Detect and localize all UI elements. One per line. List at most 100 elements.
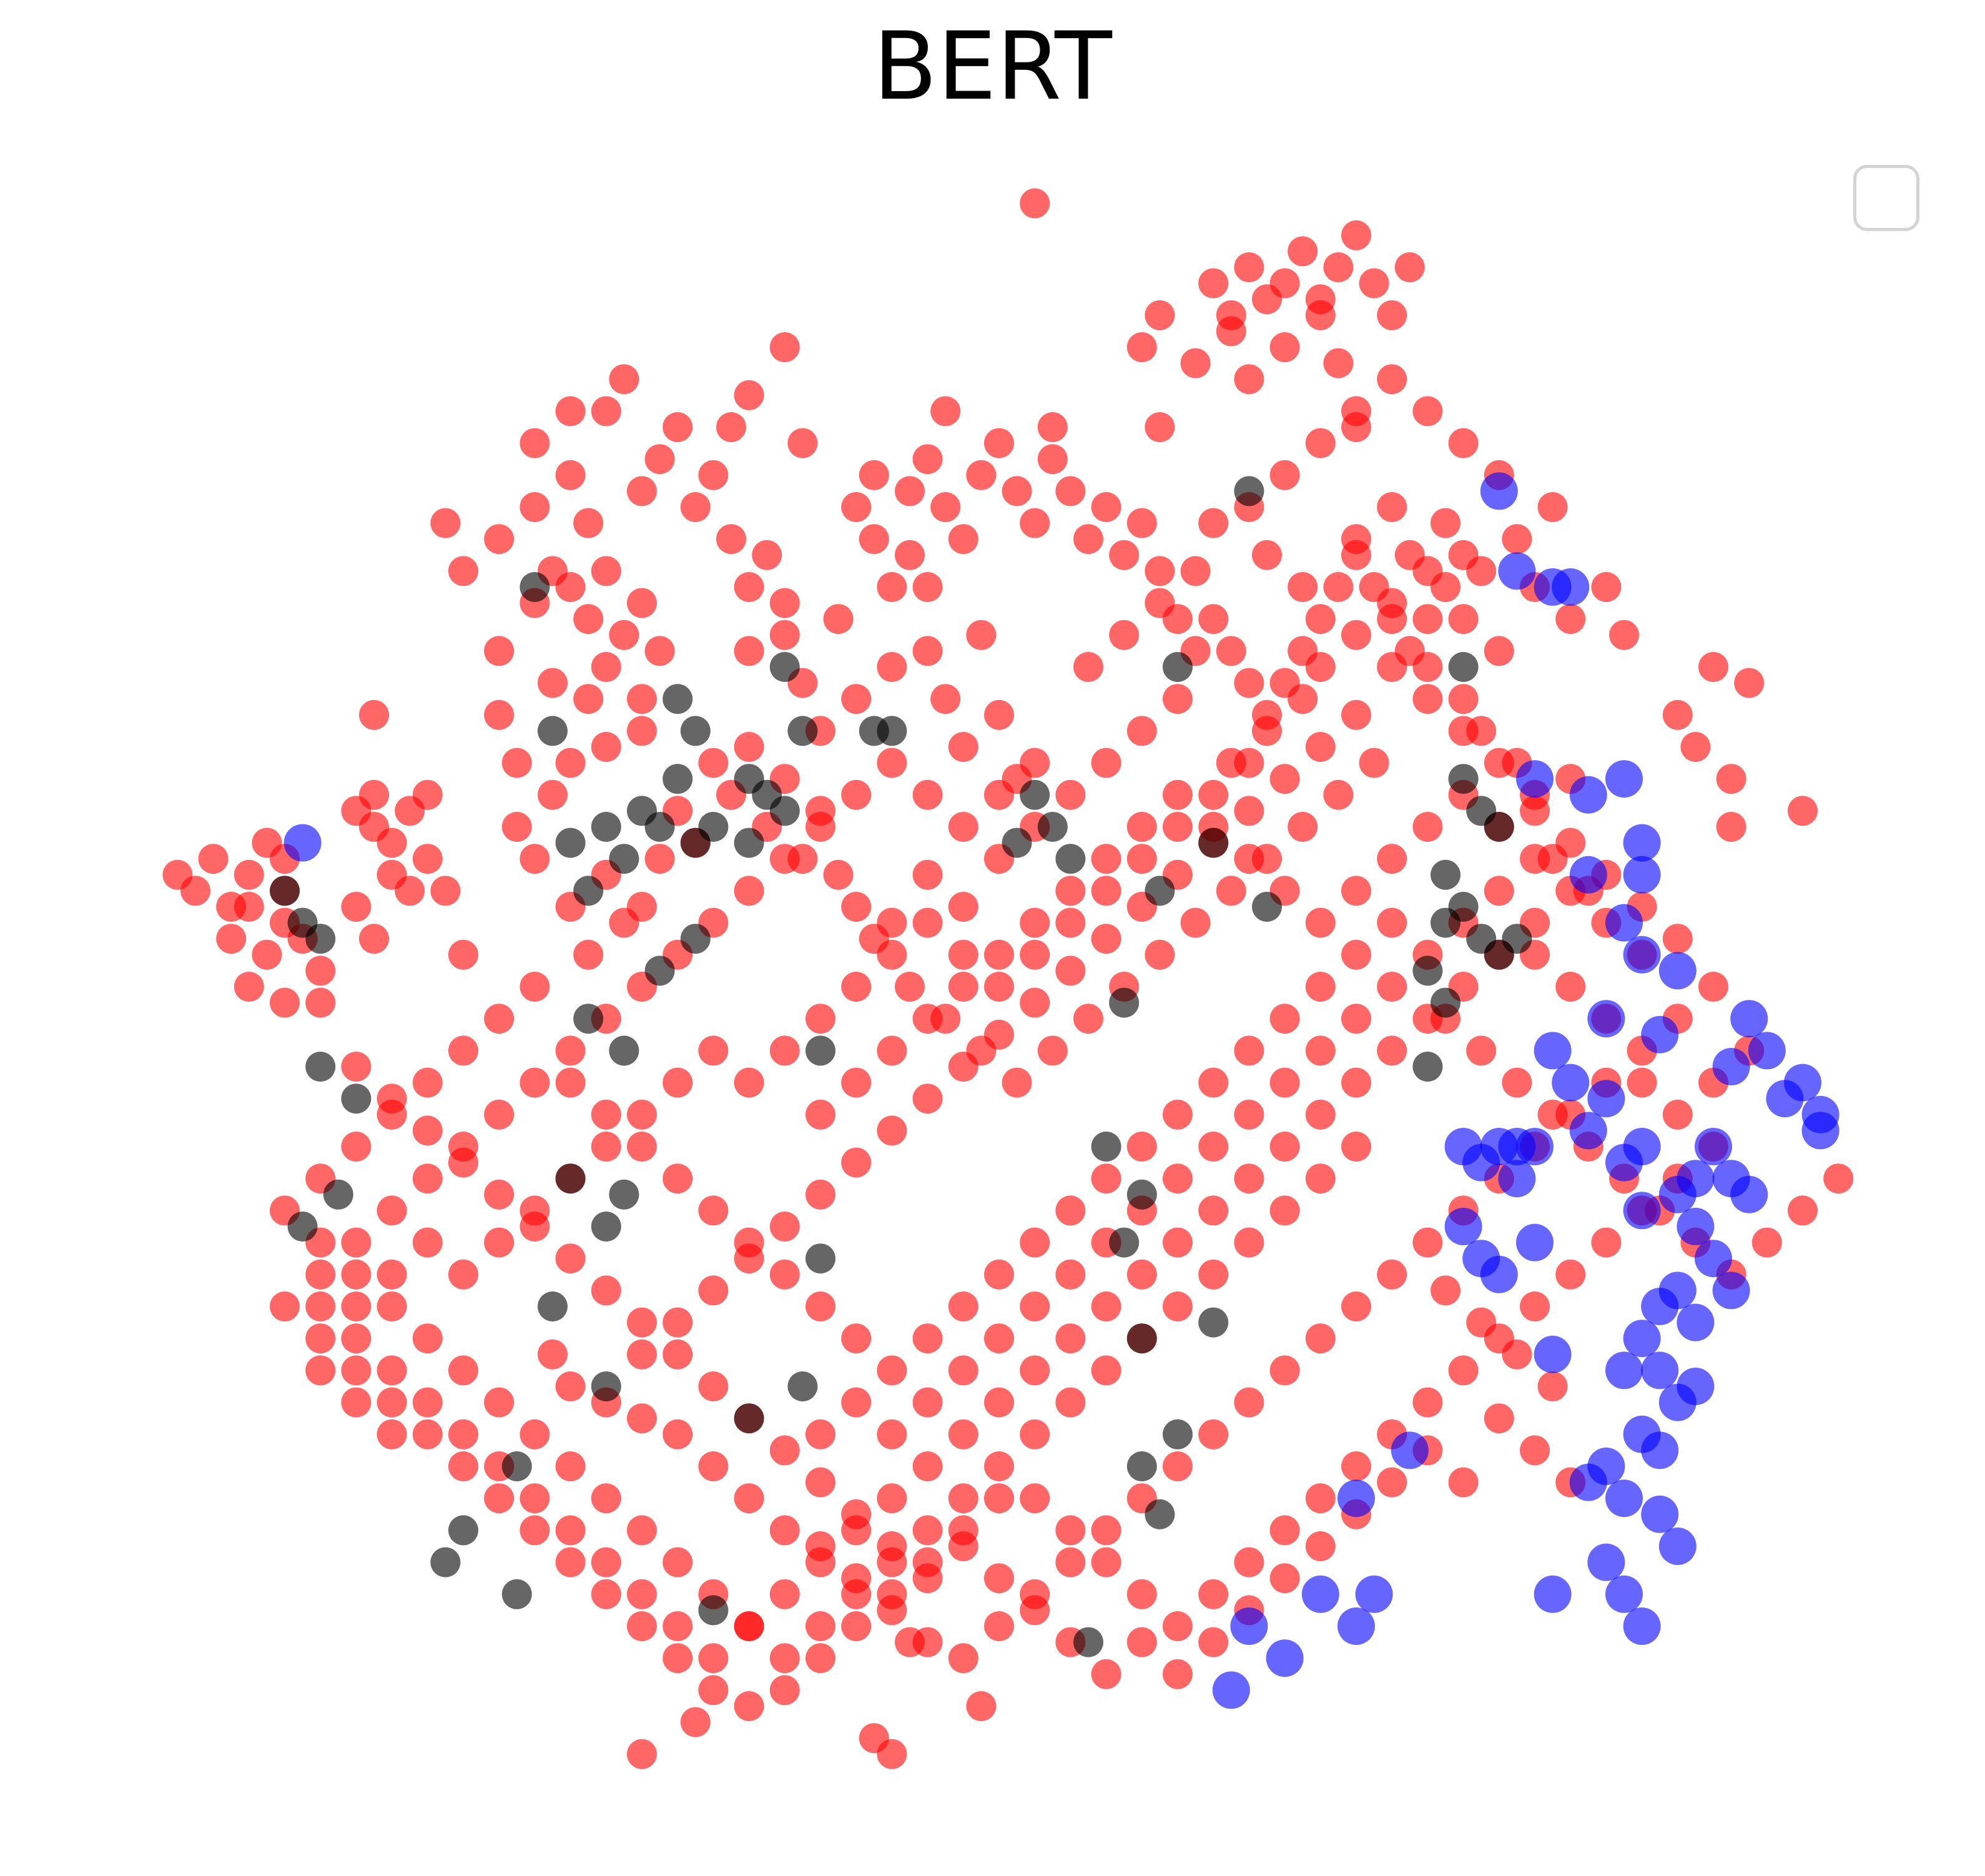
- scatter-point-series-0-446: [1680, 732, 1711, 762]
- scatter-point-series-0-427: [912, 1515, 943, 1546]
- scatter-point-series-0-88: [948, 732, 978, 762]
- scatter-point-series-0-107: [1288, 812, 1318, 842]
- scatter-point-series-1-18: [662, 684, 693, 714]
- scatter-point-series-0-441: [412, 1387, 443, 1418]
- scatter-point-series-2-24: [1801, 1112, 1840, 1150]
- scatter-point-series-0-341: [1198, 779, 1229, 810]
- scatter-point-series-0-178: [841, 1323, 872, 1354]
- scatter-point-series-0-292: [841, 1147, 872, 1178]
- scatter-point-series-0-314: [769, 844, 800, 874]
- scatter-point-series-1-52: [1109, 1227, 1140, 1258]
- scatter-point-series-2-15: [1623, 936, 1661, 974]
- scatter-point-series-0-545: [1269, 668, 1300, 698]
- scatter-point-series-2-1: [1480, 472, 1518, 510]
- scatter-point-series-0-345: [627, 1099, 657, 1130]
- scatter-point-series-0-492: [591, 1275, 621, 1306]
- scatter-point-series-0-436: [591, 1547, 621, 1577]
- scatter-point-series-0-338: [1091, 876, 1121, 906]
- scatter-point-series-0-4: [234, 859, 264, 890]
- scatter-point-series-0-600: [341, 1387, 372, 1418]
- scatter-point-series-0-368: [1305, 907, 1336, 938]
- scatter-point-series-0-572: [1198, 1259, 1229, 1290]
- scatter-point-series-0-160: [341, 1259, 372, 1290]
- scatter-point-series-0-531: [1020, 508, 1050, 538]
- scatter-point-series-2-73: [1212, 1671, 1250, 1709]
- scatter-point-series-0-276: [1412, 684, 1443, 714]
- scatter-point-series-0-196: [1180, 348, 1211, 378]
- scatter-point-series-0-47: [591, 732, 621, 762]
- scatter-point-series-0-385: [1055, 1259, 1086, 1290]
- scatter-point-series-0-295: [734, 1243, 764, 1274]
- scatter-point-series-2-48: [1641, 1288, 1679, 1325]
- scatter-point-series-0-337: [1055, 907, 1086, 938]
- scatter-point-series-0-22: [412, 779, 443, 810]
- scatter-point-series-0-19: [359, 779, 389, 810]
- scatter-point-series-0-156: [484, 1387, 515, 1418]
- scatter-point-series-0-164: [341, 1132, 372, 1162]
- scatter-point-series-0-517: [680, 492, 711, 522]
- scatter-point-series-2-16: [1658, 952, 1697, 990]
- scatter-point-series-0-374: [1520, 844, 1550, 874]
- scatter-point-series-2-2: [1498, 552, 1536, 590]
- scatter-point-series-1-48: [1037, 812, 1068, 842]
- scatter-point-series-0-378: [805, 1419, 835, 1449]
- scatter-point-series-0-464: [1537, 1371, 1568, 1401]
- scatter-point-series-0-139: [1091, 1291, 1121, 1321]
- scatter-point-series-0-582: [841, 1611, 872, 1641]
- scatter-point-series-0-390: [1234, 1099, 1264, 1130]
- scatter-point-series-0-552: [1394, 636, 1425, 666]
- scatter-point-series-0-432: [734, 1611, 764, 1641]
- scatter-point-series-0-476: [1163, 1659, 1193, 1689]
- scatter-point-series-0-354: [805, 1099, 835, 1130]
- scatter-point-series-0-579: [948, 1515, 978, 1546]
- scatter-point-series-0-43: [573, 684, 604, 714]
- scatter-point-series-0-339: [1126, 844, 1157, 874]
- scatter-point-series-2-43: [1730, 1175, 1768, 1213]
- scatter-point-series-0-247: [948, 1643, 978, 1674]
- scatter-point-series-0-458: [1412, 396, 1443, 427]
- scatter-point-series-0-177: [805, 1291, 835, 1321]
- scatter-point-series-0-254: [1198, 1419, 1229, 1449]
- scatter-point-series-0-549: [1341, 540, 1371, 570]
- scatter-point-series-0-2: [198, 844, 229, 874]
- scatter-point-series-2-7: [1569, 856, 1607, 894]
- scatter-point-series-0-310: [912, 779, 943, 810]
- scatter-point-series-0-525: [912, 444, 943, 475]
- scatter-point-series-0-179: [877, 1355, 907, 1386]
- scatter-point-series-0-521: [662, 412, 693, 442]
- scatter-point-series-0-326: [341, 1227, 372, 1258]
- scatter-point-series-0-583: [805, 1643, 835, 1674]
- scatter-point-series-1-32: [609, 1179, 639, 1210]
- scatter-point-series-0-362: [1091, 844, 1121, 874]
- scatter-point-series-2-9: [1623, 856, 1661, 894]
- legend: [1853, 165, 1919, 231]
- scatter-point-series-0-423: [1055, 1515, 1086, 1546]
- scatter-point-series-0-444: [305, 1291, 336, 1321]
- scatter-point-series-0-565: [1751, 1227, 1782, 1258]
- scatter-point-series-0-294: [769, 1212, 800, 1242]
- scatter-point-series-0-567: [1823, 1163, 1854, 1194]
- scatter-point-series-0-155: [520, 1419, 550, 1449]
- scatter-point-series-0-300: [1109, 620, 1140, 650]
- scatter-point-series-1-75: [1412, 1052, 1443, 1082]
- scatter-point-series-0-229: [1341, 220, 1371, 250]
- scatter-point-series-2-22: [1784, 1064, 1821, 1102]
- scatter-point-series-0-315: [734, 876, 764, 906]
- scatter-point-series-0-382: [948, 1355, 978, 1386]
- scatter-point-series-0-312: [841, 779, 872, 810]
- scatter-point-series-0-5: [234, 892, 264, 922]
- scatter-point-series-0-114: [1341, 620, 1371, 650]
- scatter-point-series-2-71: [1266, 1639, 1304, 1677]
- scatter-point-series-2-69: [1301, 1575, 1339, 1613]
- scatter-point-series-0-593: [448, 1451, 478, 1481]
- scatter-point-series-0-148: [769, 1579, 800, 1609]
- scatter-point-series-2-36: [1623, 1128, 1661, 1165]
- scatter-point-series-1-6: [323, 1179, 353, 1210]
- scatter-point-series-0-71: [752, 540, 782, 570]
- scatter-point-series-0-198: [1234, 364, 1264, 395]
- scatter-point-series-0-298: [627, 1339, 657, 1370]
- scatter-point-series-1-54: [1145, 876, 1175, 906]
- scatter-point-series-0-529: [984, 428, 1014, 458]
- scatter-point-series-0-440: [448, 1419, 478, 1449]
- scatter-point-series-0-585: [734, 1691, 764, 1721]
